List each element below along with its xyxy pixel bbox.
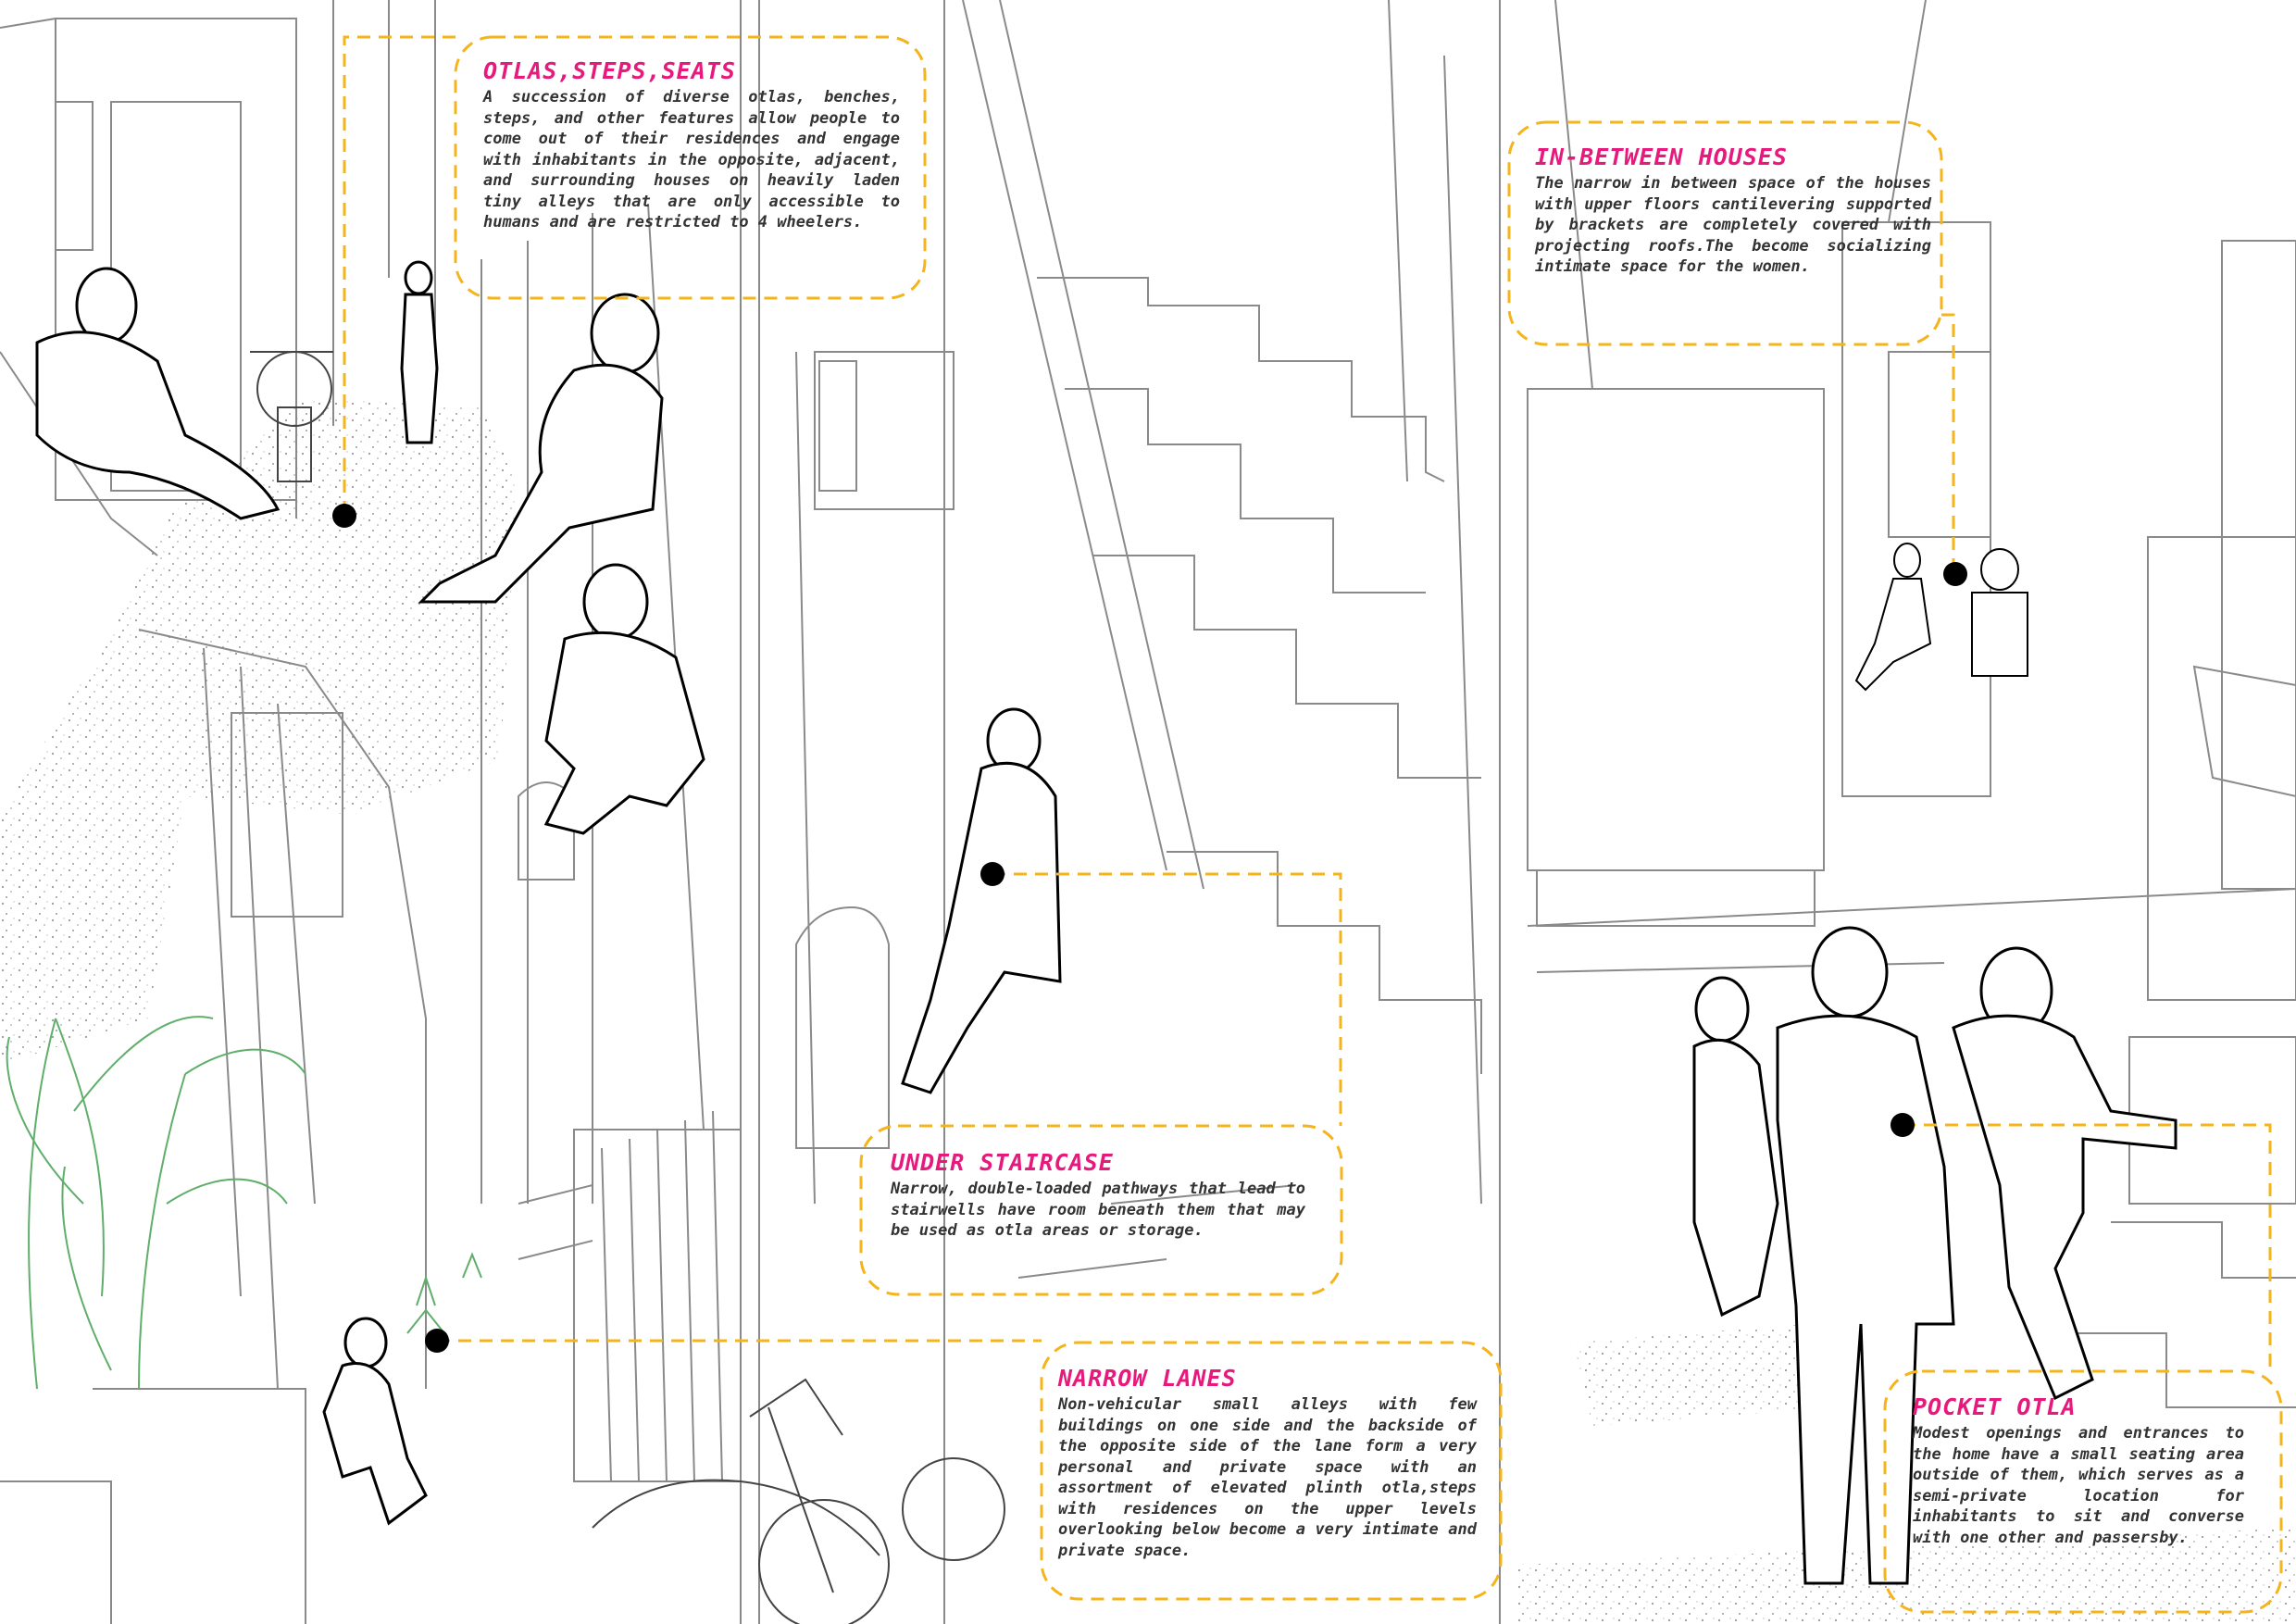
leader-under-staircase — [992, 872, 1342, 1126]
stippled-ground — [0, 398, 2296, 1624]
figure-women-in-between — [1854, 543, 2028, 692]
figure-man-narrow-lane — [322, 1317, 428, 1526]
figure-woman-standing — [400, 260, 439, 444]
leader-otlas — [343, 35, 455, 514]
figure-man-sitting-steps — [418, 293, 664, 604]
figure-man-sitting-left — [35, 267, 281, 520]
callout-title-pocket-otla: POCKET OTLA — [1913, 1393, 2077, 1420]
callout-border-narrow-lanes — [1040, 1341, 1503, 1601]
motorbike-top-left — [250, 351, 333, 482]
callout-under-staircase: UNDER STAIRCASE Narrow, double-loaded pa… — [891, 1149, 1305, 1242]
figure-woman-under-staircase — [901, 707, 1062, 1094]
callout-pocket-otla: POCKET OTLA Modest openings and entrance… — [1913, 1393, 2244, 1548]
leader-in-between — [1941, 313, 1955, 574]
callout-text-narrow-lanes: Non-vehicular small alleys with few buil… — [1058, 1395, 1477, 1560]
callout-title-otlas: OTLAS,STEPS,SEATS — [483, 57, 736, 84]
callout-text-otlas: A succession of diverse otlas, benches, … — [483, 88, 900, 231]
left-panel-buildings — [0, 0, 760, 1624]
callout-border-in-between — [1507, 120, 1943, 346]
callout-border-under-staircase — [859, 1124, 1343, 1296]
middle-panel-staircase — [795, 0, 1501, 1624]
callout-title-under-staircase: UNDER STAIRCASE — [891, 1149, 1114, 1176]
leader-pocket-otla — [1903, 1123, 2272, 1371]
plant-foliage — [6, 1016, 482, 1390]
motorbike-bottom — [592, 1378, 1005, 1624]
figure-man-squatting — [543, 563, 705, 835]
callout-borders — [454, 35, 2283, 1614]
callout-border-otlas — [454, 35, 927, 300]
marker-otlas — [332, 504, 356, 528]
marker-dots — [332, 504, 1967, 1353]
callout-title-in-between: IN-BETWEEN HOUSES — [1535, 144, 1788, 170]
callout-leaders — [343, 35, 2272, 1371]
figure-man-carrying-child — [1692, 926, 1955, 1585]
callout-in-between: IN-BETWEEN HOUSES The narrow in between … — [1535, 144, 1931, 278]
figure-man-pocket-otla — [1952, 946, 2177, 1401]
marker-under-staircase — [980, 862, 1004, 886]
callout-text-under-staircase: Narrow, double-loaded pathways that lead… — [891, 1180, 1305, 1240]
callout-border-pocket-otla — [1883, 1369, 2283, 1614]
marker-narrow-lanes — [425, 1329, 449, 1353]
callout-title-narrow-lanes: NARROW LANES — [1058, 1365, 1237, 1392]
callout-otlas: OTLAS,STEPS,SEATS A succession of divers… — [483, 57, 900, 233]
marker-in-between — [1943, 562, 1967, 586]
callout-narrow-lanes: NARROW LANES Non-vehicular small alleys … — [1058, 1365, 1477, 1561]
callout-text-pocket-otla: Modest openings and entrances to the hom… — [1913, 1424, 2244, 1547]
callout-text-in-between: The narrow in between space of the house… — [1535, 174, 1931, 276]
marker-pocket-otla — [1890, 1113, 1915, 1137]
